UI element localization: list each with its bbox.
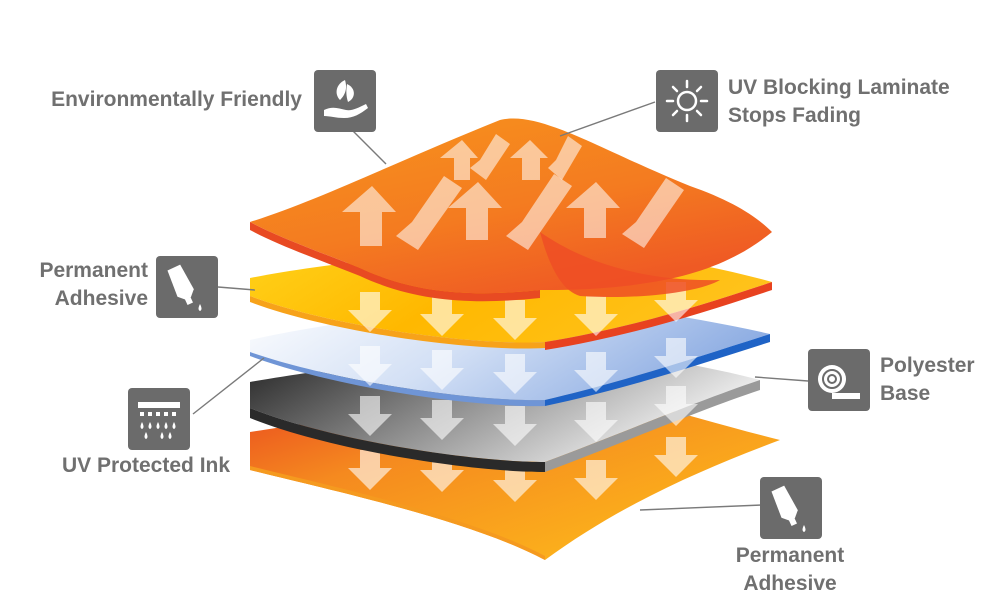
polyester-base-line2: Base (880, 382, 931, 405)
leaf-hand-icon (314, 70, 376, 132)
environmentally-friendly-label: Environmentally Friendly (51, 88, 302, 111)
uv-blocking-label: UV Blocking Laminate Stops Fading (728, 74, 950, 130)
polyester-base-line1: Polyester (880, 354, 975, 377)
uv-blocking-line2: Stops Fading (728, 104, 861, 127)
uv-laminate-layer (250, 118, 772, 302)
uv-blocking-line1: UV Blocking Laminate (728, 76, 950, 99)
ink-drops-icon (128, 388, 190, 450)
permanent-adhesive-bottom-label: Permanent Adhesive (712, 542, 868, 598)
permanent-adhesive-bottom-line1: Permanent (735, 544, 845, 567)
permanent-adhesive-top-label: Permanent Adhesive (10, 257, 148, 313)
uv-protected-ink-label: UV Protected Ink (62, 454, 231, 477)
polyester-base-label: Polyester Base (880, 352, 975, 408)
permanent-adhesive-top-line1: Permanent (39, 259, 148, 282)
permanent-adhesive-top-line2: Adhesive (54, 287, 148, 310)
glue-tube-icon (760, 477, 822, 539)
permanent-adhesive-bottom-line2: Adhesive (743, 572, 837, 595)
glue-tube-icon (156, 256, 218, 318)
roll-icon (808, 349, 870, 411)
sun-icon (656, 70, 718, 132)
